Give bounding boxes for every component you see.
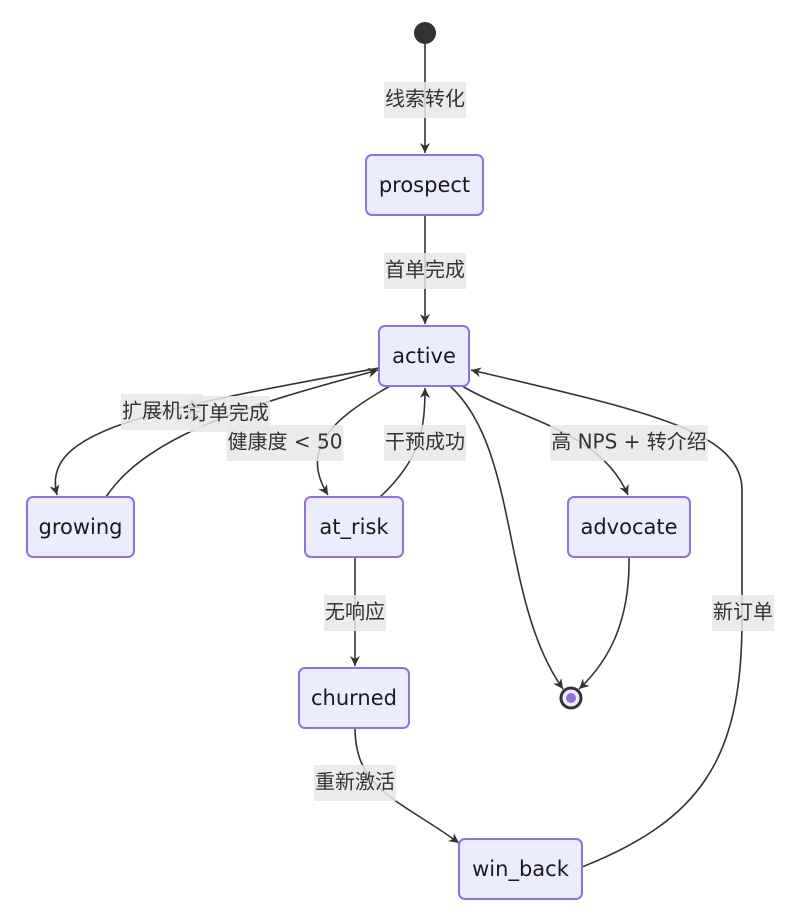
- svg-text:首单完成: 首单完成: [385, 258, 465, 282]
- svg-text:新订单: 新订单: [713, 600, 773, 624]
- transition-label: 新订单: [712, 595, 774, 631]
- state-label: churned: [311, 686, 397, 710]
- transition-win-back-to-active: [470, 367, 743, 868]
- svg-text:无响应: 无响应: [325, 600, 385, 624]
- transition-label: 重新激活: [314, 765, 396, 801]
- state-label: advocate: [580, 515, 677, 539]
- transition-label: 首单完成: [384, 253, 466, 289]
- end-state: [559, 686, 583, 710]
- state-advocate: advocate: [567, 496, 691, 558]
- state-label: growing: [39, 515, 123, 539]
- svg-text:线索转化: 线索转化: [385, 87, 465, 111]
- svg-text:健康度 < 50: 健康度 < 50: [228, 430, 343, 454]
- svg-text:订单完成: 订单完成: [189, 401, 269, 425]
- state-prospect: prospect: [365, 154, 484, 216]
- svg-text:高 NPS + 转介绍: 高 NPS + 转介绍: [551, 430, 707, 454]
- transition-label: 无响应: [324, 595, 386, 631]
- svg-text:干预成功: 干预成功: [385, 430, 465, 454]
- transition-label: 高 NPS + 转介绍: [550, 425, 708, 461]
- transition-label: 线索转化: [384, 82, 466, 118]
- state-win-back: win_back: [458, 838, 583, 900]
- state-label: prospect: [379, 173, 470, 197]
- state-label: win_back: [472, 857, 570, 882]
- state-label: active: [392, 344, 456, 368]
- transition-label: 健康度 < 50: [226, 425, 344, 461]
- transition-label: 干预成功: [384, 425, 466, 461]
- svg-text:重新激活: 重新激活: [315, 770, 395, 794]
- state-at-risk: at_risk: [304, 496, 404, 558]
- transition-advocate-to-endendend: [578, 556, 630, 690]
- state-churned: churned: [298, 667, 410, 729]
- start-state: [414, 22, 436, 44]
- transition-active-to-endendend: [449, 385, 564, 690]
- state-growing: growing: [26, 496, 135, 558]
- state-active: active: [378, 325, 470, 387]
- state-label: at_risk: [319, 515, 389, 540]
